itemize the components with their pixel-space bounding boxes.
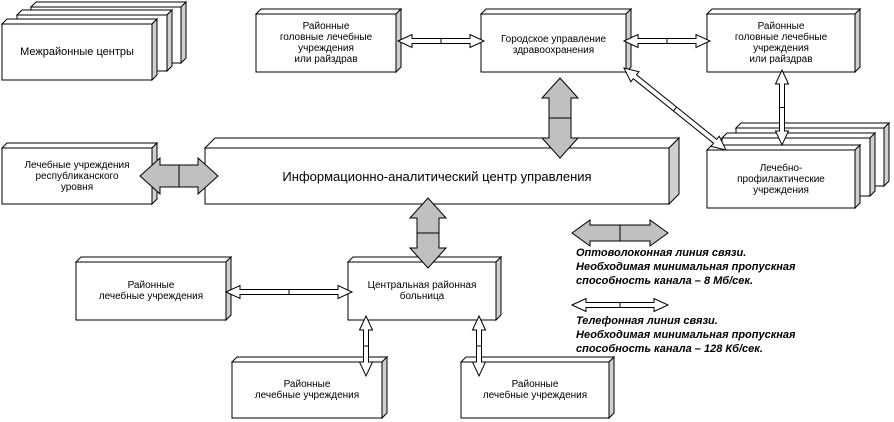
box-district-bottom-left-side: [381, 355, 388, 420]
arrow-phone-city-preventive: [623, 67, 727, 151]
node-district-heads-right: Районные головные лечебные учреждения ил…: [734, 21, 828, 65]
box-city-health: [479, 7, 633, 74]
arrow-phone-city-preventive-divider: [673, 106, 677, 112]
stack-interdistrict-front-front: [1, 23, 153, 81]
stack-preventive-back-2-top: [734, 122, 891, 129]
box-republican-front: [1, 147, 153, 205]
stack-preventive-front-front: [706, 149, 856, 209]
arrow-fiber-republican-info: [139, 156, 219, 196]
box-district-bottom-right: [459, 355, 616, 420]
arrow-fiber-city-info: [540, 77, 580, 159]
box-district-heads-right-front: [706, 13, 856, 73]
legend-fiber-arrow: [571, 219, 669, 247]
node-interdistrict-centers: Межрайонные центры: [20, 45, 134, 58]
box-info-center-front: [204, 147, 670, 205]
box-republican: [0, 141, 159, 206]
box-info-center-side: [668, 136, 680, 206]
box-district-bottom-right-side: [608, 355, 615, 420]
stack-preventive-back-1-side: [869, 131, 876, 198]
arrow-phone-hospital-bottom-right: [471, 314, 487, 378]
node-city-health-administration: Городское управление здравоохранения: [500, 34, 607, 56]
box-central-hospital-front: [347, 261, 497, 321]
node-district-heads-left: Районные головные лечебные учреждения ил…: [279, 21, 373, 65]
stack-interdistrict-back-1-side: [166, 8, 173, 73]
stack-preventive-front-side: [854, 143, 861, 210]
arrow-phone-hospital-bottom-left: [358, 314, 374, 378]
node-district-institutions-bottom-right: Районные лечебные учреждения: [482, 379, 588, 401]
stack-interdistrict-back-1-top: [15, 9, 174, 16]
stack-interdistrict-front: [0, 17, 159, 82]
node-district-institutions-bottom-left: Районные лечебные учреждения: [254, 379, 360, 401]
box-info-center-top: [203, 137, 681, 149]
stack-interdistrict-back-2-side: [180, 0, 187, 65]
legend-phone-arrow: [570, 297, 670, 313]
box-district-left-front: [75, 261, 227, 321]
node-preventive-institutions: Лечебно- профилактические учреждения: [737, 162, 825, 196]
node-district-institutions-left: Районные лечебные учреждения: [98, 280, 204, 302]
arrows-layer: [139, 33, 790, 378]
legend-fiber-text: Оптоволоконная линия связи. Необходимая …: [576, 247, 796, 287]
box-district-heads-right-side: [854, 7, 861, 74]
box-district-heads-right: [705, 7, 862, 74]
legend-phone-text: Телефонная линия связи. Необходимая мини…: [576, 315, 796, 355]
box-central-hospital-side: [495, 255, 502, 322]
node-info-analytic-center: Информационно-аналитический центр управл…: [282, 168, 592, 184]
box-district-bottom-left-front: [231, 361, 383, 419]
box-district-bottom-right-front: [460, 361, 610, 419]
arrow-fiber-info-hospital: [408, 197, 448, 269]
arrow-phone-district-hospital: [224, 284, 354, 300]
box-district-heads-left: [254, 7, 403, 74]
stack-preventive-front: [705, 143, 862, 210]
arrow-phone-city-district: [622, 33, 712, 49]
box-district-left: [74, 255, 233, 322]
arrow-phone-district-city: [396, 33, 486, 49]
box-district-left-side: [225, 255, 232, 322]
stack-interdistrict-back-2-top: [29, 1, 188, 8]
node-republican-institutions: Лечебные учреждения республиканского уро…: [24, 159, 130, 193]
arrow-phone-district-preventive: [774, 68, 790, 147]
stack-preventive-back-1-top: [720, 132, 877, 139]
node-central-district-hospital: Центральная районная больница: [367, 280, 477, 302]
stack-preventive-back-2-side: [883, 121, 890, 188]
box-district-bottom-left: [230, 355, 389, 420]
box-central-hospital: [346, 255, 503, 322]
stack-interdistrict-front-side: [151, 17, 158, 82]
box-district-heads-left-front: [255, 13, 397, 73]
box-city-health-front: [480, 13, 627, 73]
